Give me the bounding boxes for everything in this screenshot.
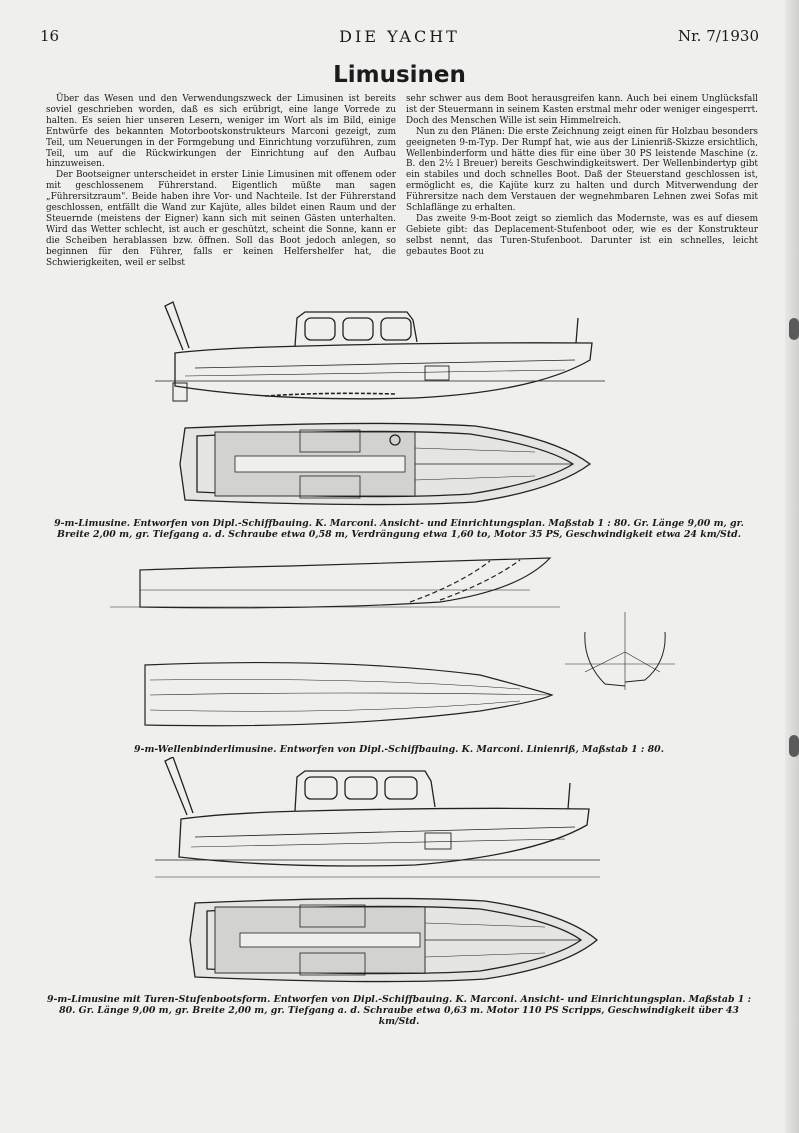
lines-plan-waterlines [144, 661, 554, 727]
paragraph: Das zweite 9-m-Boot zeigt so ziemlich da… [406, 213, 758, 257]
paragraph: sehr schwer aus dem Boot herausgreifen k… [406, 94, 758, 126]
article-title: Limusinen [333, 62, 466, 88]
paragraph: Über das Wesen und den Verwendungszweck … [46, 94, 396, 170]
journal-title: DIE YACHT [339, 27, 460, 46]
figure-1-caption: 9-m-Limusine. Entworfen von Dipl.-Schiff… [54, 518, 744, 540]
paragraph: Der Bootseigner unterscheidet in erster … [46, 170, 396, 268]
lines-plan-profile [110, 557, 560, 609]
issue-number: Nr. 7/1930 [678, 27, 759, 45]
boat-2-side-elevation [155, 757, 600, 878]
boat-1-side-elevation [155, 301, 605, 402]
figure-2-caption: 9-m-Wellenbinderlimusine. Entworfen von … [134, 744, 664, 755]
left-column: Über das Wesen und den Verwendungszweck … [46, 94, 396, 269]
boat-1-plan-view [179, 422, 592, 506]
page-number: 16 [40, 27, 60, 45]
figure-3-caption: 9-m-Limusine mit Turen-Stufenbootsform. … [46, 994, 752, 1027]
paragraph: Nun zu den Plänen: Die erste Zeichnung z… [406, 126, 758, 214]
boat-2-plan-view [189, 897, 599, 983]
right-column: sehr schwer aus dem Boot herausgreifen k… [406, 94, 758, 258]
page-binding-edge [785, 0, 799, 1133]
binding-hole [789, 318, 799, 340]
lines-plan-body [565, 612, 675, 690]
binding-hole [789, 735, 799, 757]
